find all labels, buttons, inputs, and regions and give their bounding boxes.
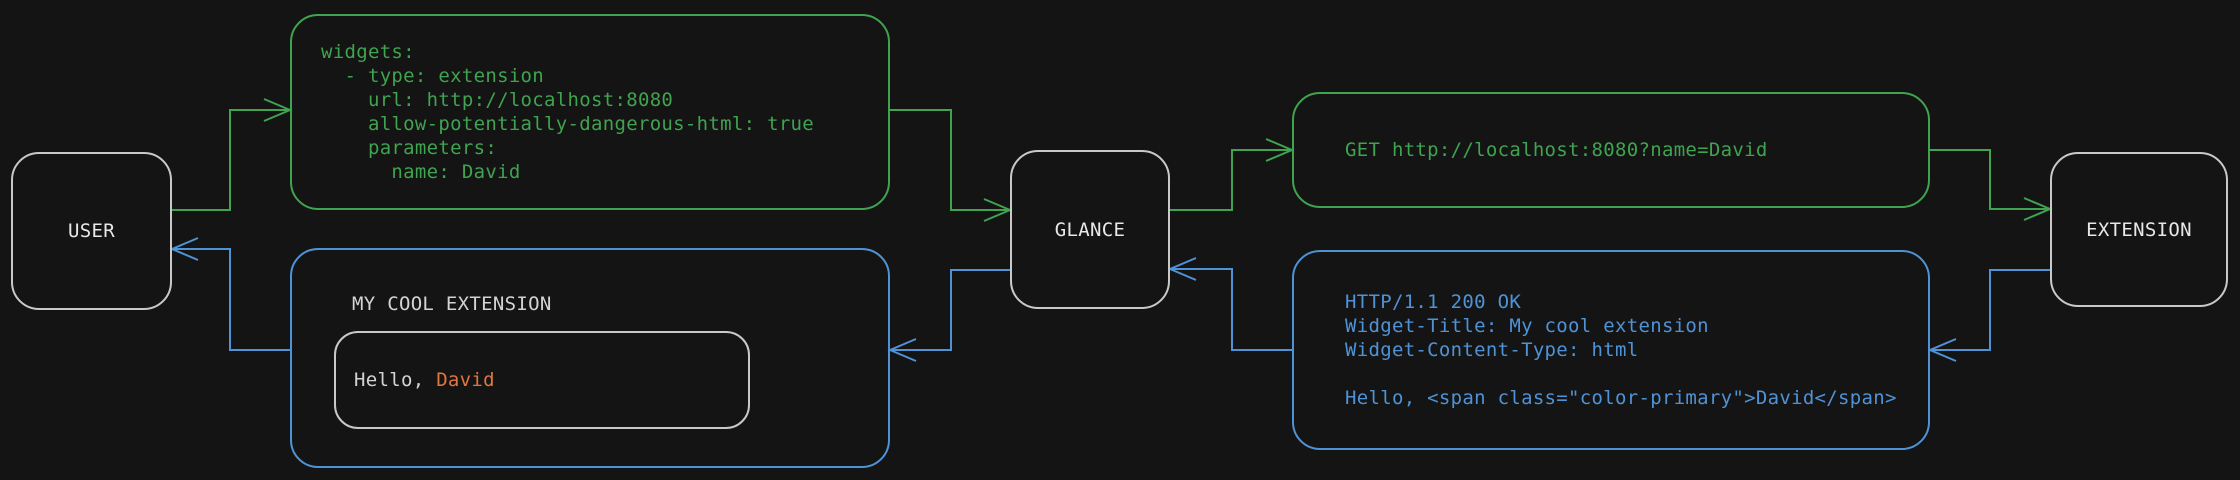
arrow-glance-to-request (1170, 138, 1295, 211)
arrow-request-to-extension (1930, 149, 2053, 221)
node-extension: EXTENSION (2050, 152, 2228, 307)
node-glance-label: GLANCE (1054, 218, 1126, 241)
arrow-response-to-glance (1167, 257, 1292, 351)
arrow-extension-to-response (1927, 269, 2050, 362)
node-user: USER (11, 152, 172, 310)
rendered-widget-box: MY COOL EXTENSION Hello, David (290, 248, 890, 468)
http-response-box: HTTP/1.1 200 OK Widget-Title: My cool ex… (1292, 250, 1930, 450)
greeting-prefix: Hello, (354, 369, 437, 391)
arrow-widget-to-user (169, 237, 290, 351)
arrow-glance-to-widget (887, 269, 1010, 362)
arrow-user-to-config (172, 98, 293, 211)
http-request-text: GET http://localhost:8080?name=David (1345, 139, 1768, 161)
node-extension-label: EXTENSION (2086, 218, 2192, 241)
widget-greeting: Hello, David (336, 368, 495, 392)
node-user-label: USER (68, 220, 115, 242)
config-yaml-box: widgets: - type: extension url: http://l… (290, 14, 890, 210)
widget-title: MY COOL EXTENSION (352, 293, 552, 315)
node-glance: GLANCE (1010, 150, 1170, 309)
http-response-text: HTTP/1.1 200 OK Widget-Title: My cool ex… (1345, 291, 1897, 409)
arrow-config-to-glance (890, 109, 1013, 222)
widget-output-box: Hello, David (334, 331, 750, 429)
greeting-name: David (436, 369, 495, 391)
http-request-box: GET http://localhost:8080?name=David (1292, 92, 1930, 208)
config-yaml-text: widgets: - type: extension url: http://l… (321, 41, 815, 183)
